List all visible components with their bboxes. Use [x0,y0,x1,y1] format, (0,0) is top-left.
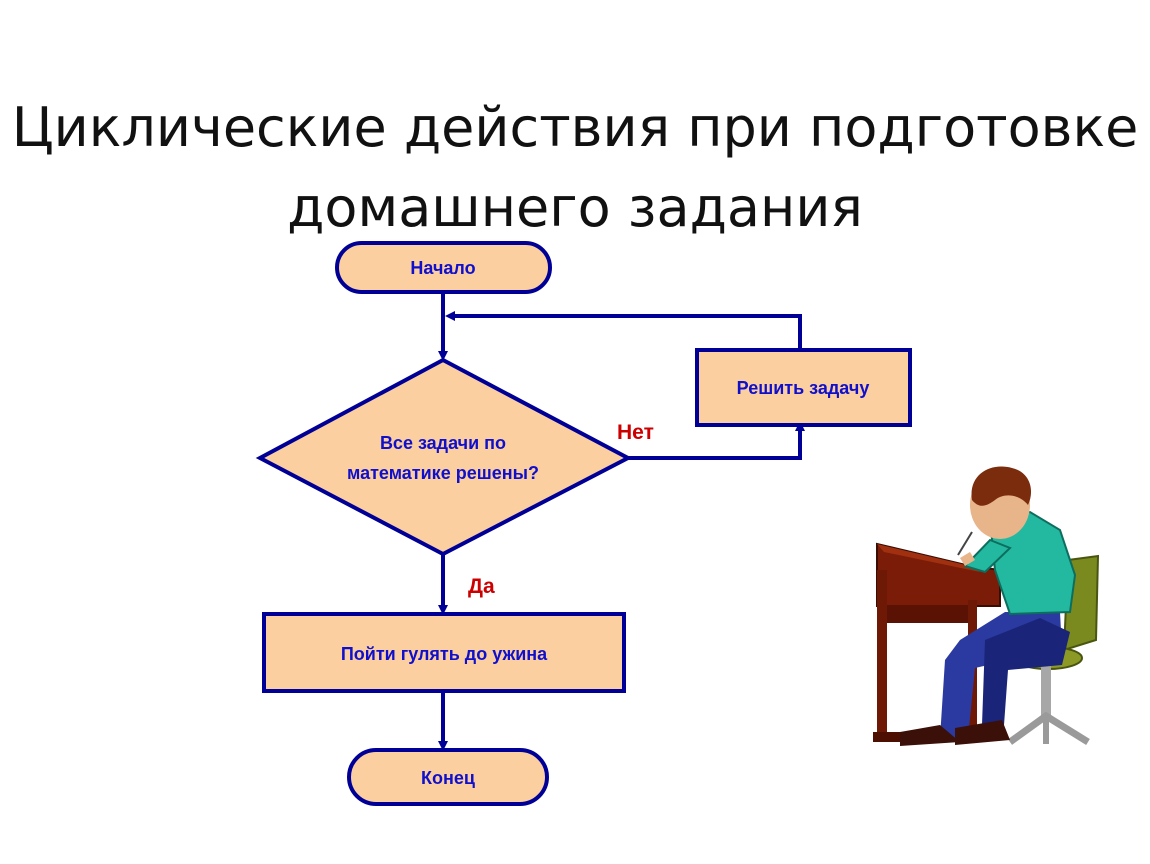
loop-action-node: Решить задачу [695,348,912,427]
head [970,466,1032,539]
legs [900,612,1070,746]
condition-label-line-2: математике решены? [347,463,539,483]
end-node: Конец [347,748,549,806]
connectors [438,292,805,751]
arrow-loop-back [445,311,802,350]
branch-yes-label: Да [468,575,495,598]
exit-action-label: Пойти гулять до ужина [341,644,548,664]
branch-no-label: Нет [617,421,654,444]
arrow-condition-no-to-action [628,421,805,460]
condition-node: Все задачи по математике решены? [255,357,633,557]
loop-action-label: Решить задачу [737,378,870,398]
student-illustration [873,466,1100,746]
exit-action-node: Пойти гулять до ужина [262,612,626,693]
arm-with-pencil [957,531,975,566]
title-line-1: Циклические действия при подготовке [11,96,1139,159]
torso [963,510,1077,616]
start-node: Начало [335,241,552,294]
title-line-2: домашнего задания [287,176,863,239]
start-label: Начало [410,258,475,278]
condition-label-line-1: Все задачи по [380,433,506,453]
end-label: Конец [421,768,475,788]
page-title: Циклические действия при подготовке дома… [0,88,1150,248]
